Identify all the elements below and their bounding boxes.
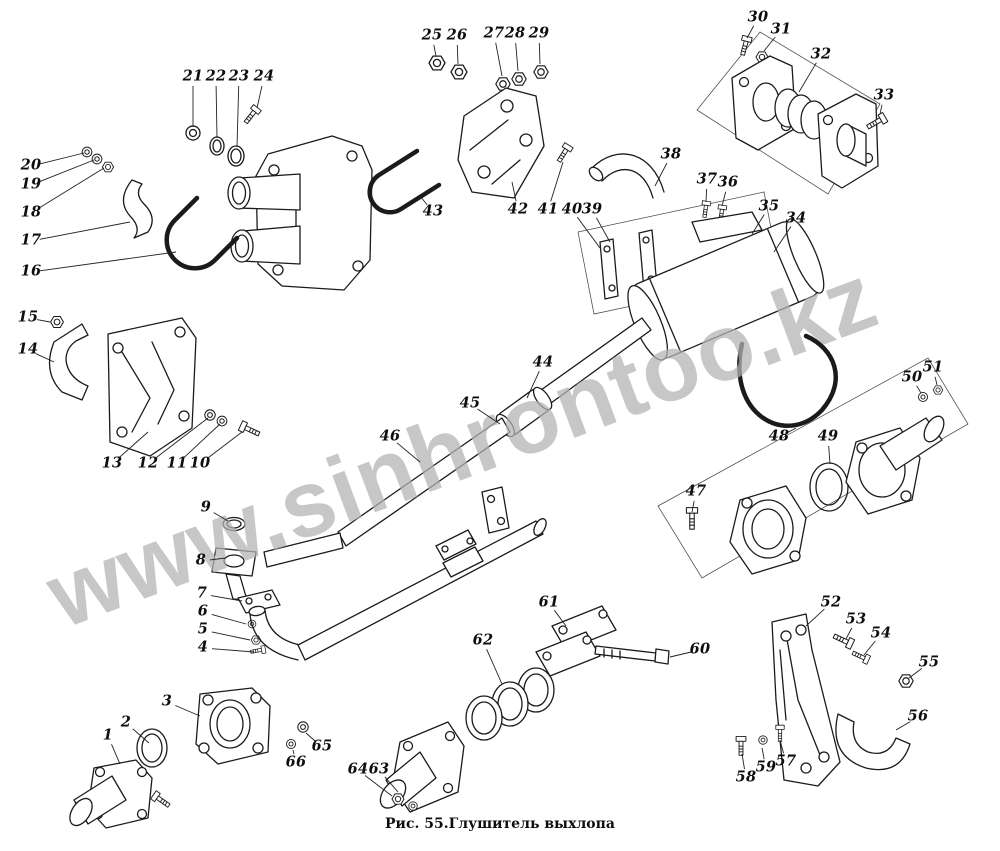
part-callout-17: 17 [20, 231, 42, 249]
part-callout-18: 18 [20, 203, 42, 221]
part-callout-35: 35 [758, 197, 780, 215]
part-callout-63: 63 [368, 760, 390, 778]
part-callout-60: 60 [689, 640, 711, 658]
part-callout-46: 46 [379, 427, 401, 445]
part-callout-13: 13 [101, 454, 123, 472]
part-callout-10: 10 [189, 454, 211, 472]
part-callout-7: 7 [196, 584, 208, 602]
part-callout-22: 22 [205, 67, 227, 85]
part-callout-8: 8 [195, 551, 207, 569]
part-callout-51: 51 [922, 358, 944, 376]
part-callout-33: 33 [873, 86, 895, 104]
part-callout-29: 29 [528, 24, 550, 42]
part-callout-66: 66 [285, 753, 307, 771]
part-callout-41: 41 [537, 200, 559, 218]
part-callout-31: 31 [770, 20, 792, 38]
part-callout-36: 36 [717, 173, 739, 191]
part-callout-52: 52 [820, 593, 842, 611]
part-callout-47: 47 [685, 482, 707, 500]
part-callout-61: 61 [538, 593, 560, 611]
tailpipe-assembly [69, 687, 309, 829]
part-callout-54: 54 [870, 624, 892, 642]
part-callout-49: 49 [817, 427, 839, 445]
part-callout-44: 44 [532, 353, 554, 371]
part-callout-50: 50 [901, 368, 923, 386]
part-callout-55: 55 [918, 653, 940, 671]
part-callout-38: 38 [660, 145, 682, 163]
part-callout-15: 15 [17, 308, 39, 326]
part-callout-64: 64 [347, 760, 369, 778]
part-callout-32: 32 [810, 45, 832, 63]
part-callout-2: 2 [120, 713, 132, 731]
part-callout-1: 1 [102, 726, 114, 744]
part-callout-56: 56 [907, 707, 929, 725]
front-pipe-assembly [81, 104, 373, 291]
part-callout-26: 26 [446, 26, 468, 44]
part-callout-45: 45 [459, 394, 481, 412]
part-callout-43: 43 [422, 202, 444, 220]
outlet-flange-assembly [685, 385, 945, 575]
part-callout-28: 28 [504, 24, 526, 42]
part-callout-4: 4 [197, 638, 209, 656]
part-callout-9: 9 [200, 498, 212, 516]
part-callout-48: 48 [768, 427, 790, 445]
part-callout-12: 12 [137, 454, 159, 472]
part-callout-39: 39 [581, 200, 603, 218]
exhaust-pipes [211, 317, 652, 661]
part-callout-20: 20 [20, 156, 42, 174]
part-callout-40: 40 [561, 200, 583, 218]
part-callout-6: 6 [197, 602, 209, 620]
mounting-bracket-assembly [48, 315, 262, 457]
u-bolt-and-bracket [367, 55, 549, 215]
part-callout-19: 19 [20, 175, 42, 193]
part-callout-62: 62 [472, 631, 494, 649]
part-callout-5: 5 [197, 620, 209, 638]
part-callout-3: 3 [161, 692, 173, 710]
part-callout-23: 23 [228, 67, 250, 85]
part-callout-27: 27 [483, 24, 505, 42]
part-callout-57: 57 [775, 752, 797, 770]
part-callout-21: 21 [182, 67, 204, 85]
muffler-assembly [554, 142, 838, 429]
part-callout-59: 59 [755, 758, 777, 776]
part-callout-30: 30 [747, 8, 769, 26]
part-callout-65: 65 [311, 737, 333, 755]
support-bracket-assembly [735, 613, 914, 787]
part-callout-58: 58 [735, 768, 757, 786]
part-callout-53: 53 [845, 610, 867, 628]
flex-coupling-assembly [731, 34, 889, 189]
part-callout-24: 24 [253, 67, 275, 85]
part-callout-42: 42 [507, 200, 529, 218]
part-callout-16: 16 [20, 262, 42, 280]
figure-caption: Рис. 55.Глушитель выхлопа [385, 816, 615, 832]
part-callout-25: 25 [421, 26, 443, 44]
part-callout-34: 34 [785, 209, 807, 227]
part-callout-14: 14 [17, 340, 39, 358]
part-callout-11: 11 [166, 454, 188, 472]
part-callout-37: 37 [696, 170, 718, 188]
clamp-exploded-assembly [379, 605, 670, 813]
